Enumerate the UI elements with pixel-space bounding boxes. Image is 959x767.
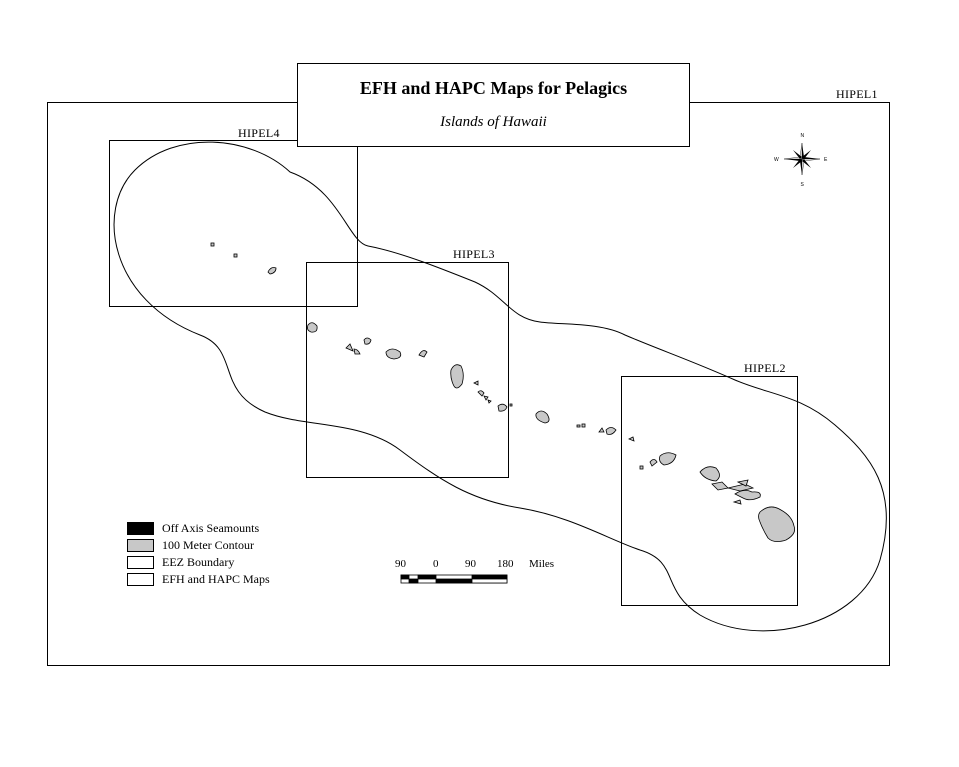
scale-tick-90: 90 (465, 558, 476, 570)
compass-w: W (774, 157, 779, 163)
frame-hipel4 (109, 140, 358, 307)
legend-label-maps: EFH and HAPC Maps (162, 572, 270, 586)
islands-main (699, 466, 796, 542)
scale-tick-0: 0 (433, 558, 439, 570)
legend-swatch-contour (127, 539, 154, 552)
frame-hipel3 (306, 262, 509, 478)
title-box: EFH and HAPC Maps for Pelagics Islands o… (297, 63, 690, 147)
islands-central (307, 322, 677, 470)
compass-s: S (801, 182, 805, 188)
legend-swatch-eez (127, 556, 154, 569)
scale-unit: Miles (529, 558, 555, 570)
label-hipel3: HIPEL3 (453, 247, 495, 261)
map-subtitle: Islands of Hawaii (440, 114, 547, 130)
scale-bar (400, 574, 508, 584)
map-title: EFH and HAPC Maps for Pelagics (359, 78, 628, 98)
scale-tick-180: 180 (497, 558, 514, 570)
label-hipel1: HIPEL1 (836, 87, 878, 101)
legend-label-contour: 100 Meter Contour (162, 538, 254, 552)
eez-boundary (113, 141, 887, 632)
scale-tick-90-left: 90 (395, 558, 406, 570)
legend-swatch-seamounts (127, 522, 154, 535)
compass-e: E (824, 157, 828, 163)
legend-label-eez: EEZ Boundary (162, 555, 235, 569)
label-hipel4: HIPEL4 (238, 126, 280, 140)
compass-rose: N S E W (774, 133, 828, 188)
legend-label-seamounts: Off Axis Seamounts (162, 521, 260, 535)
frame-hipel2 (621, 376, 798, 606)
legend-swatch-maps (127, 573, 154, 586)
label-hipel2: HIPEL2 (744, 361, 786, 375)
islands-northwest (210, 242, 277, 275)
compass-n: N (801, 133, 805, 139)
